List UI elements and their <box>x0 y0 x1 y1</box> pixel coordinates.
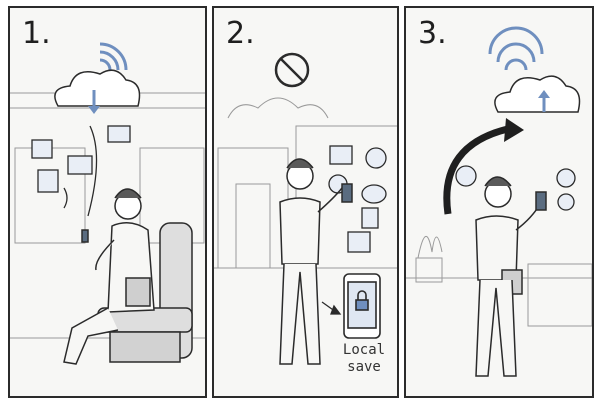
standing-man <box>475 176 547 377</box>
briefcase-icon-2 <box>67 155 93 175</box>
panel-2-number: 2. <box>226 16 255 51</box>
device-icon <box>455 165 477 187</box>
clock-icon <box>365 147 387 169</box>
train-scene <box>10 42 205 365</box>
no-signal-icon <box>274 52 310 88</box>
upload-arrow-icon <box>538 90 550 112</box>
panel-1-number: 1. <box>22 16 51 51</box>
calendar-icon <box>31 139 53 159</box>
briefcase-icon <box>107 125 131 143</box>
panel-3: 3. <box>404 6 594 398</box>
panel-3-number: 3. <box>418 16 447 51</box>
document-icon <box>37 169 59 193</box>
sync-arrow-icon <box>443 124 513 215</box>
panel-2: 2. <box>212 6 399 398</box>
cloud-icon <box>494 75 581 113</box>
wifi-icon <box>488 26 544 71</box>
seated-man <box>63 188 155 365</box>
phone-lock-icon <box>343 273 381 339</box>
local-save-caption: Local save <box>334 342 394 376</box>
panel-1: 1. <box>8 6 207 398</box>
standing-man <box>279 158 353 365</box>
caption-line-1: Local <box>342 342 386 358</box>
search-folder-icon <box>329 145 353 165</box>
phone-icon <box>81 229 89 243</box>
cloud-icon <box>54 69 141 107</box>
chart-icon <box>347 231 371 253</box>
phone-icon <box>341 183 353 203</box>
shoulder-bag <box>125 277 151 307</box>
wifi-icon <box>99 42 128 71</box>
room-scene <box>406 26 592 377</box>
download-arrow-icon <box>88 90 100 114</box>
phone-icon <box>535 191 547 211</box>
train-seat <box>97 222 193 363</box>
street-scene <box>214 52 397 365</box>
settings-icon <box>557 193 575 211</box>
chat-bubble-icon <box>361 184 387 204</box>
caption-line-2: save <box>347 359 381 375</box>
person-icon <box>556 168 576 188</box>
checklist-icon <box>361 207 379 229</box>
